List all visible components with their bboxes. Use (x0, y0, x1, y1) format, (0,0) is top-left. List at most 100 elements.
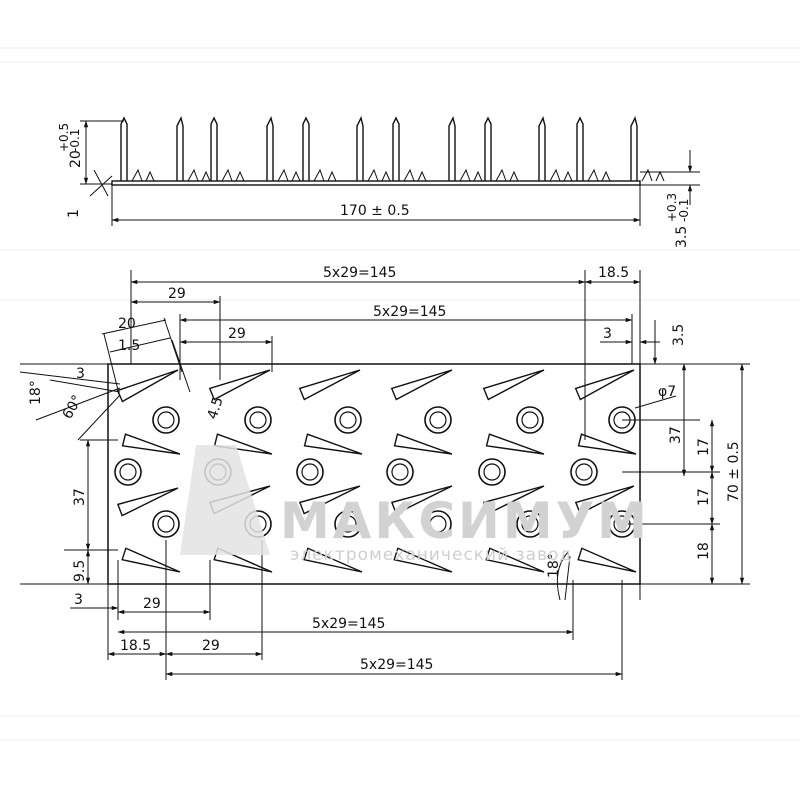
top-step-2: 29 (228, 326, 246, 342)
hole (296, 458, 324, 486)
hole (424, 510, 452, 538)
hole (516, 406, 544, 434)
top-small-3: 3 (603, 326, 612, 342)
small-3-left: 3 (76, 366, 85, 382)
side-small-spike (403, 168, 427, 182)
left-dim-95: 9.5 (72, 560, 88, 582)
tooth-spike (577, 547, 637, 573)
side-small-spike (313, 168, 337, 182)
top-offset-1: 18.5 (598, 265, 629, 281)
tooth-spike (577, 433, 637, 455)
side-length-dim: 170 ± 0.5 (340, 203, 410, 219)
side-small-spike (277, 168, 301, 182)
side-small-spike (131, 168, 155, 182)
top-pitch-1: 5x29=145 (323, 265, 396, 281)
tooth-spike (298, 369, 361, 401)
side-base-plate (111, 180, 641, 186)
tooth-pitch-dim: 4.5 (205, 395, 227, 421)
top-small-35: 3.5 (671, 324, 687, 346)
tooth-spike (390, 369, 453, 401)
side-spike (120, 116, 128, 181)
left-dim-37: 37 (72, 488, 88, 506)
side-view: 20 +0.5 -0.1 1 170 ± 0.5 3.5 +0.3 -0.1 (57, 115, 700, 248)
tooth-spike (121, 433, 181, 455)
side-spike (630, 115, 638, 181)
side-small-spike (187, 168, 211, 182)
holes-group (114, 406, 636, 538)
bottom-pitch-2: 5x29=145 (360, 657, 433, 673)
right-dim-17b: 17 (696, 488, 712, 506)
angle-18-bottom: 18° (546, 553, 562, 578)
watermark-brand: МАКСИМУМ (280, 492, 650, 550)
side-height-dim: 20 (68, 150, 84, 168)
tooth-spike (116, 487, 179, 517)
hole (114, 458, 142, 486)
right-dim-37: 37 (668, 426, 684, 444)
bottom-offset: 18.5 (120, 638, 151, 654)
side-base-tol-dn: -0.1 (677, 199, 691, 222)
tooth-spike (213, 433, 273, 455)
tooth-spike (393, 547, 453, 573)
hole (570, 458, 598, 486)
side-small-spike (549, 168, 573, 182)
bottom-step-1: 29 (143, 596, 161, 612)
hole (152, 510, 180, 538)
right-dim-17a: 17 (696, 438, 712, 456)
hole-diameter: φ7 (658, 384, 676, 400)
bottom-step-2: 29 (202, 638, 220, 654)
tooth-spike (303, 547, 363, 573)
side-spike (176, 115, 184, 181)
tooth-spike (298, 485, 361, 515)
tooth-spike (208, 369, 271, 401)
watermark: МАКСИМУМ электромеханический завод (180, 445, 650, 565)
top-small-15: 1.5 (118, 338, 140, 354)
bottom-pitch-1: 5x29=145 (312, 616, 385, 632)
side-height-tol-dn: -0.1 (68, 129, 82, 152)
scan-lines (0, 47, 800, 741)
hole (516, 510, 544, 538)
hole (244, 406, 272, 434)
side-small-spike (221, 168, 245, 182)
side-spike (392, 116, 400, 181)
tooth-spike (482, 485, 545, 515)
side-spike (484, 116, 492, 181)
side-spike (356, 115, 364, 181)
side-spike (538, 115, 546, 181)
hole (152, 406, 180, 434)
side-small-spike (367, 168, 391, 182)
tooth-spike (116, 369, 179, 403)
hole (334, 406, 362, 434)
side-thickness-dim: 1 (66, 209, 82, 218)
side-teeth (120, 115, 665, 182)
hole (424, 406, 452, 434)
hole (478, 458, 506, 486)
tooth-spike (574, 485, 635, 515)
side-spike (266, 115, 274, 181)
top-small-20: 20 (118, 316, 136, 332)
side-small-spike (495, 168, 519, 182)
angle-60: 60° (60, 392, 86, 422)
width-dim: 70 ± 0.5 (726, 441, 742, 502)
angle-18-left: 18° (28, 380, 44, 405)
top-pitch-2: 5x29=145 (373, 304, 446, 320)
side-small-spike (459, 168, 483, 182)
tooth-spike (121, 547, 181, 573)
tooth-spike (574, 369, 635, 401)
hole (334, 510, 362, 538)
plan-view: 5x29=145 18.5 29 5x29=145 29 20 1.5 4.5 … (19, 265, 750, 680)
right-dim-18: 18 (696, 542, 712, 560)
hole (386, 458, 414, 486)
side-small-spike (587, 168, 611, 182)
side-base-dim: 3.5 (674, 226, 690, 248)
top-step-1: 29 (168, 286, 186, 302)
tooth-spike (485, 547, 545, 573)
bottom-small-3: 3 (74, 592, 83, 608)
side-spike (448, 115, 456, 181)
side-spike (210, 116, 218, 181)
tooth-spike (482, 369, 545, 401)
side-spike (576, 116, 584, 181)
watermark-tagline: электромеханический завод (290, 545, 572, 565)
side-height-tol-up: +0.5 (57, 123, 71, 152)
watermark-logo-mark (180, 445, 270, 555)
